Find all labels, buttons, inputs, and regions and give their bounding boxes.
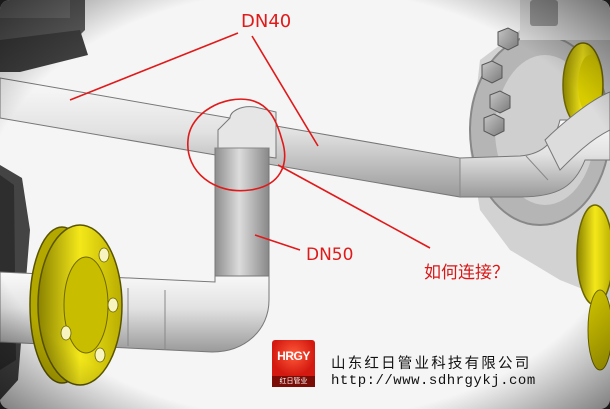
label-dn50: DN50	[306, 245, 354, 265]
company-url: http://www.sdhrgykj.com	[331, 373, 536, 389]
logo-text: HRGY	[277, 349, 310, 363]
label-question: 如何连接？	[424, 263, 509, 283]
hrgy-logo: HRGY 红日管业	[272, 340, 315, 387]
label-dn40: DN40	[241, 11, 292, 32]
company-name: 山东红日管业科技有限公司	[331, 356, 532, 372]
logo-caption: 红日管业	[272, 376, 315, 387]
